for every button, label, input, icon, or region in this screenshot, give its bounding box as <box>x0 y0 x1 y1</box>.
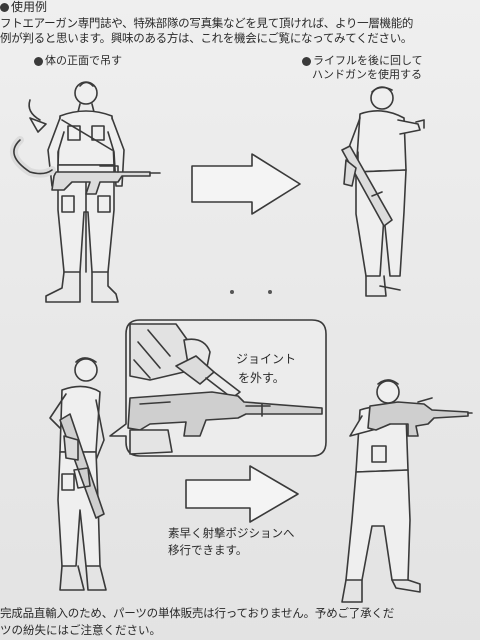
quick-position-text-line-2: 移行できます。 <box>168 543 248 557</box>
figure-side-sling <box>49 357 107 591</box>
intro-text-line-2: 例が判ると思います。興味のある方は、これを機会にご覧になってみてください。 <box>0 31 413 45</box>
bullet-icon <box>302 56 311 66</box>
callout-text-line-1: ジョイント <box>236 352 297 366</box>
intro-text-line-1: フトエアーガン専門誌や、特殊部隊の写真集などを見て頂ければ、より一層機能的 <box>0 16 414 30</box>
section-heading: 使用例 <box>0 0 47 15</box>
caption-rifle-back-line-2: ハンドガンを使用する <box>312 68 422 81</box>
bullet-icon <box>34 56 43 66</box>
quick-position-text-line-1: 素早く射撃ポジションへ <box>168 526 295 540</box>
arrow-right-icon <box>185 465 299 523</box>
caption-rifle-back-line-1: ライフルを後に回して <box>302 54 423 68</box>
figure-rifle-back <box>341 86 425 297</box>
footer-note-line-2: ツの紛失にはご注意ください。 <box>0 623 161 637</box>
callout-detail-panel <box>109 319 327 457</box>
callout-text-line-2: を外す。 <box>238 371 285 385</box>
figure-aiming <box>341 379 473 603</box>
arrow-right-icon <box>191 153 301 215</box>
figure-front-sling <box>9 81 161 303</box>
footer-note-line-1: 完成品直輸入のため、パーツの単体販売は行っておりません。予めご了承くだ <box>0 606 395 620</box>
caption-front-sling: 体の正面で吊す <box>34 54 122 68</box>
bullet-icon <box>0 3 9 12</box>
